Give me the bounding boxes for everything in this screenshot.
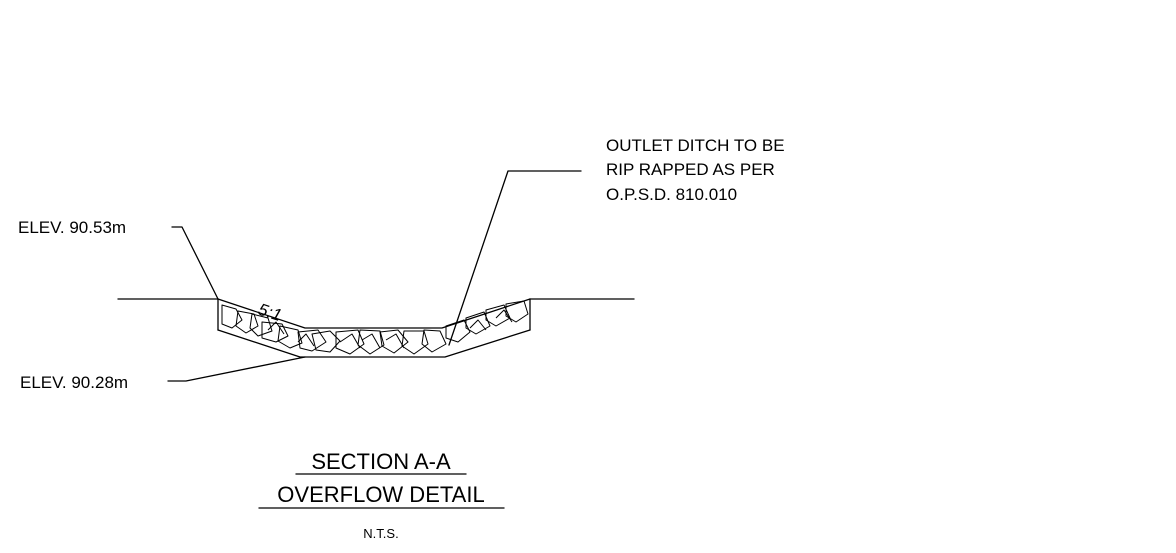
top-elevation-label: ELEV. 90.53m	[18, 218, 126, 237]
riprap-stone-hatch	[221, 300, 529, 355]
detail-title: OVERFLOW DETAIL	[277, 482, 484, 507]
scale-note: N.T.S.	[363, 526, 398, 541]
ditch-bottom-surface	[217, 329, 531, 358]
bottom-elevation-leader	[167, 356, 306, 382]
slope-label: 5:1	[256, 300, 284, 325]
bottom-elevation-label: ELEV. 90.28m	[20, 373, 128, 392]
outlet-note-line-1: OUTLET DITCH TO BE	[606, 136, 785, 155]
outlet-note-line-2: RIP RAPPED AS PER	[606, 160, 775, 179]
outlet-note-line-3: O.P.S.D. 810.010	[606, 185, 737, 204]
section-title: SECTION A-A	[311, 449, 451, 474]
top-elevation-leader	[171, 226, 219, 300]
outlet-note-leader	[448, 170, 582, 346]
outlet-note: OUTLET DITCH TO BE RIP RAPPED AS PER O.P…	[606, 136, 785, 204]
